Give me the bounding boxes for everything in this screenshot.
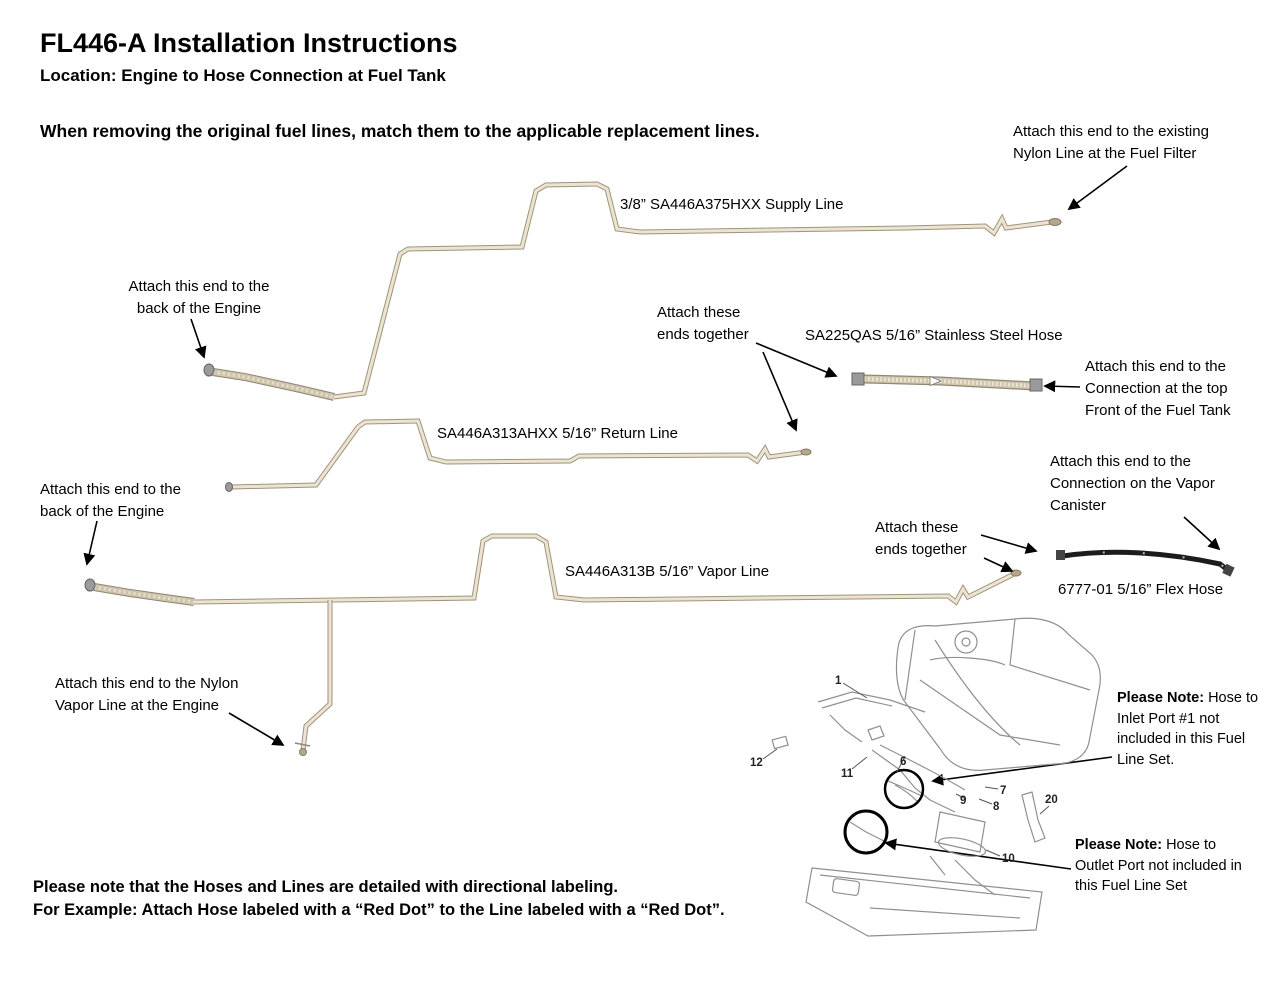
note-outlet-port: Please Note: Hose to Outlet Port not inc… [1075, 835, 1253, 897]
arrow-to-vapor-canister-end [1183, 516, 1221, 551]
flex-hose-tube [1062, 549, 1231, 573]
supply-line-engine-fitting [203, 363, 215, 377]
page-subtitle: Location: Engine to Hose Connection at F… [40, 66, 446, 85]
part-number-10: 10 [1002, 853, 1015, 865]
arrow-to-return-right-end [762, 351, 798, 432]
annotation-fuel-tank-front: Attach this end to the Connection at the… [1085, 358, 1231, 419]
return-line-right-fitting [800, 448, 812, 456]
part-number-1: 1 [835, 675, 842, 687]
supply-line-drawing [203, 181, 1062, 401]
part-number-7: 7 [1000, 785, 1006, 797]
callout-arrows [83, 165, 1221, 870]
arrow-to-stainless-left-end [755, 342, 838, 378]
flex-hose-drawing [1056, 549, 1235, 577]
note-outlet-port-bold: Please Note: [1075, 837, 1163, 853]
vapor-line-label: SA446A313B 5/16” Vapor Line [565, 563, 770, 580]
hose-direction-marker [929, 375, 943, 387]
note-outlet-port-text: Hose to Outlet Port not included in this… [1075, 837, 1242, 895]
arrow-to-fuel-tank-front [1043, 380, 1081, 393]
footer-note-line1: Please note that the Hoses and Lines are… [33, 878, 618, 896]
footer-note-line2: For Example: Attach Hose labeled with a … [33, 901, 725, 919]
flex-hose-right-fitting [1222, 563, 1235, 577]
vapor-line-right-fitting [1010, 569, 1022, 577]
note-inlet-port-text: Hose to Inlet Port #1 not included in th… [1117, 690, 1259, 768]
annotation-vapor-canister: Attach this end to the Connection on the… [1050, 453, 1215, 514]
part-number-12: 12 [750, 757, 763, 769]
note-inlet-port: Please Note: Hose to Inlet Port #1 not i… [1117, 688, 1269, 770]
arrow-to-engine-back-1 [190, 318, 207, 359]
return-line-left-fitting [225, 482, 233, 492]
page-title: FL446-A Installation Instructions [40, 28, 458, 58]
note-inlet-port-bold: Please Note: [1117, 690, 1205, 706]
supply-line-tube [333, 181, 1053, 400]
vapor-line-engine-fitting [84, 578, 96, 592]
return-line-drawing [225, 418, 812, 492]
vapor-line-drawing [84, 533, 1022, 756]
part-number-20: 20 [1045, 794, 1058, 806]
annotation-nylon-vapor: Attach this end to the Nylon Vapor Line … [55, 675, 239, 714]
supply-line-label: 3/8” SA446A375HXX Supply Line [620, 196, 844, 213]
flex-hose-left-fitting [1056, 550, 1065, 560]
stainless-hose-left-fitting [851, 372, 865, 386]
part-number-9: 9 [960, 795, 966, 807]
intro-instruction: When removing the original fuel lines, m… [40, 121, 760, 141]
arrow-to-engine-back-2 [83, 520, 98, 566]
inlet-port-highlight-circle [883, 768, 925, 810]
stainless-hose-drawing [851, 372, 1043, 392]
part-numbers: 1 12 11 6 7 8 9 10 20 [750, 675, 1058, 865]
annotation-engine-back-2: Attach this end to the back of the Engin… [40, 481, 181, 520]
stainless-hose-label: SA225QAS 5/16” Stainless Steel Hose [805, 327, 1063, 344]
outlet-port-highlight-circle [843, 809, 889, 855]
arrow-to-flex-left-end [980, 534, 1038, 554]
stainless-hose-right-fitting [1029, 378, 1043, 392]
part-number-11: 11 [841, 768, 854, 780]
part-number-leaders [762, 682, 1050, 857]
fuel-tank-sketch [771, 617, 1101, 937]
arrow-to-vapor-right-end [983, 557, 1014, 573]
arrow-to-fuel-filter-end [1067, 165, 1128, 211]
annotation-ends-together-2: Attach these ends together [875, 519, 967, 558]
flex-hose-label: 6777-01 5/16” Flex Hose [1058, 581, 1224, 598]
annotation-fuel-filter: Attach this end to the existing Nylon Li… [1013, 123, 1209, 162]
annotation-ends-together-1: Attach these ends together [657, 304, 749, 343]
annotation-engine-back-1: Attach this end to the back of the Engin… [128, 278, 270, 317]
part-number-8: 8 [993, 801, 1000, 813]
vapor-branch-end-fitting [299, 748, 307, 756]
part-number-6: 6 [900, 756, 906, 768]
return-line-label: SA446A313AHXX 5/16” Return Line [437, 425, 678, 442]
arrow-to-nylon-vapor-end [228, 712, 285, 746]
supply-line-filter-fitting [1048, 218, 1062, 226]
arrow-note1-to-inlet-port [931, 756, 1113, 786]
